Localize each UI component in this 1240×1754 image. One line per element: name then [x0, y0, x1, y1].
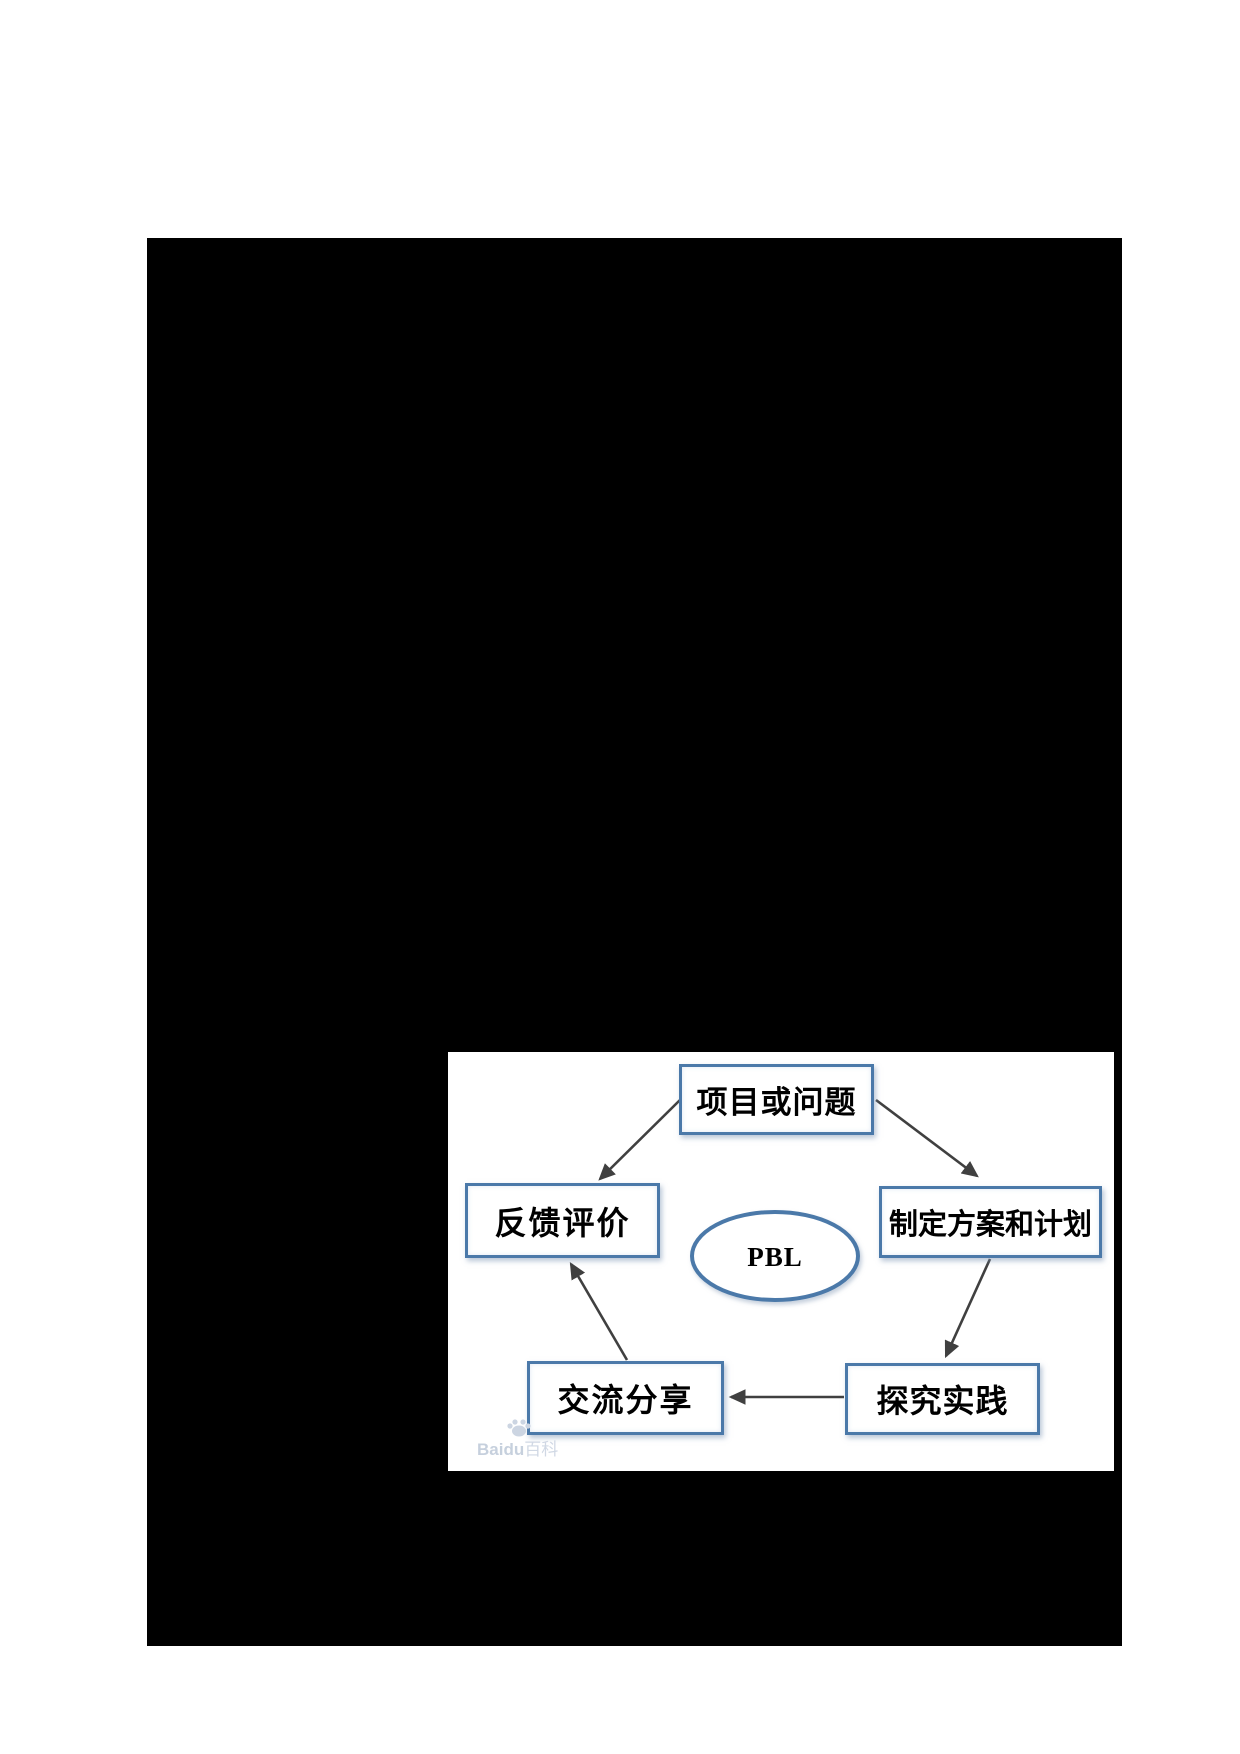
node-communicate-share: 交流分享 [527, 1361, 724, 1435]
node-feedback-evaluation: 反馈评价 [465, 1183, 660, 1258]
pbl-ellipse [690, 1210, 860, 1302]
node-make-plan: 制定方案和计划 [879, 1186, 1102, 1258]
diagram-connectors [569, 1098, 992, 1405]
pbl-cycle-diagram: 项目或问题 制定方案和计划 探究实践 交流分享 反馈评价 PBL Baidu百科 [448, 1052, 1114, 1471]
node-project-or-problem: 项目或问题 [679, 1064, 874, 1135]
black-page-background: 项目或问题 制定方案和计划 探究实践 交流分享 反馈评价 PBL Baidu百科 [147, 238, 1122, 1646]
pbl-center-label: PBL [747, 1241, 803, 1272]
node-inquiry-practice: 探究实践 [845, 1363, 1040, 1435]
arrow-plan-to-practice [944, 1258, 992, 1359]
arrow-project-to-feedback [598, 1099, 681, 1181]
arrow-share-to-feedback [569, 1261, 629, 1361]
arrow-project-to-plan [875, 1098, 979, 1178]
